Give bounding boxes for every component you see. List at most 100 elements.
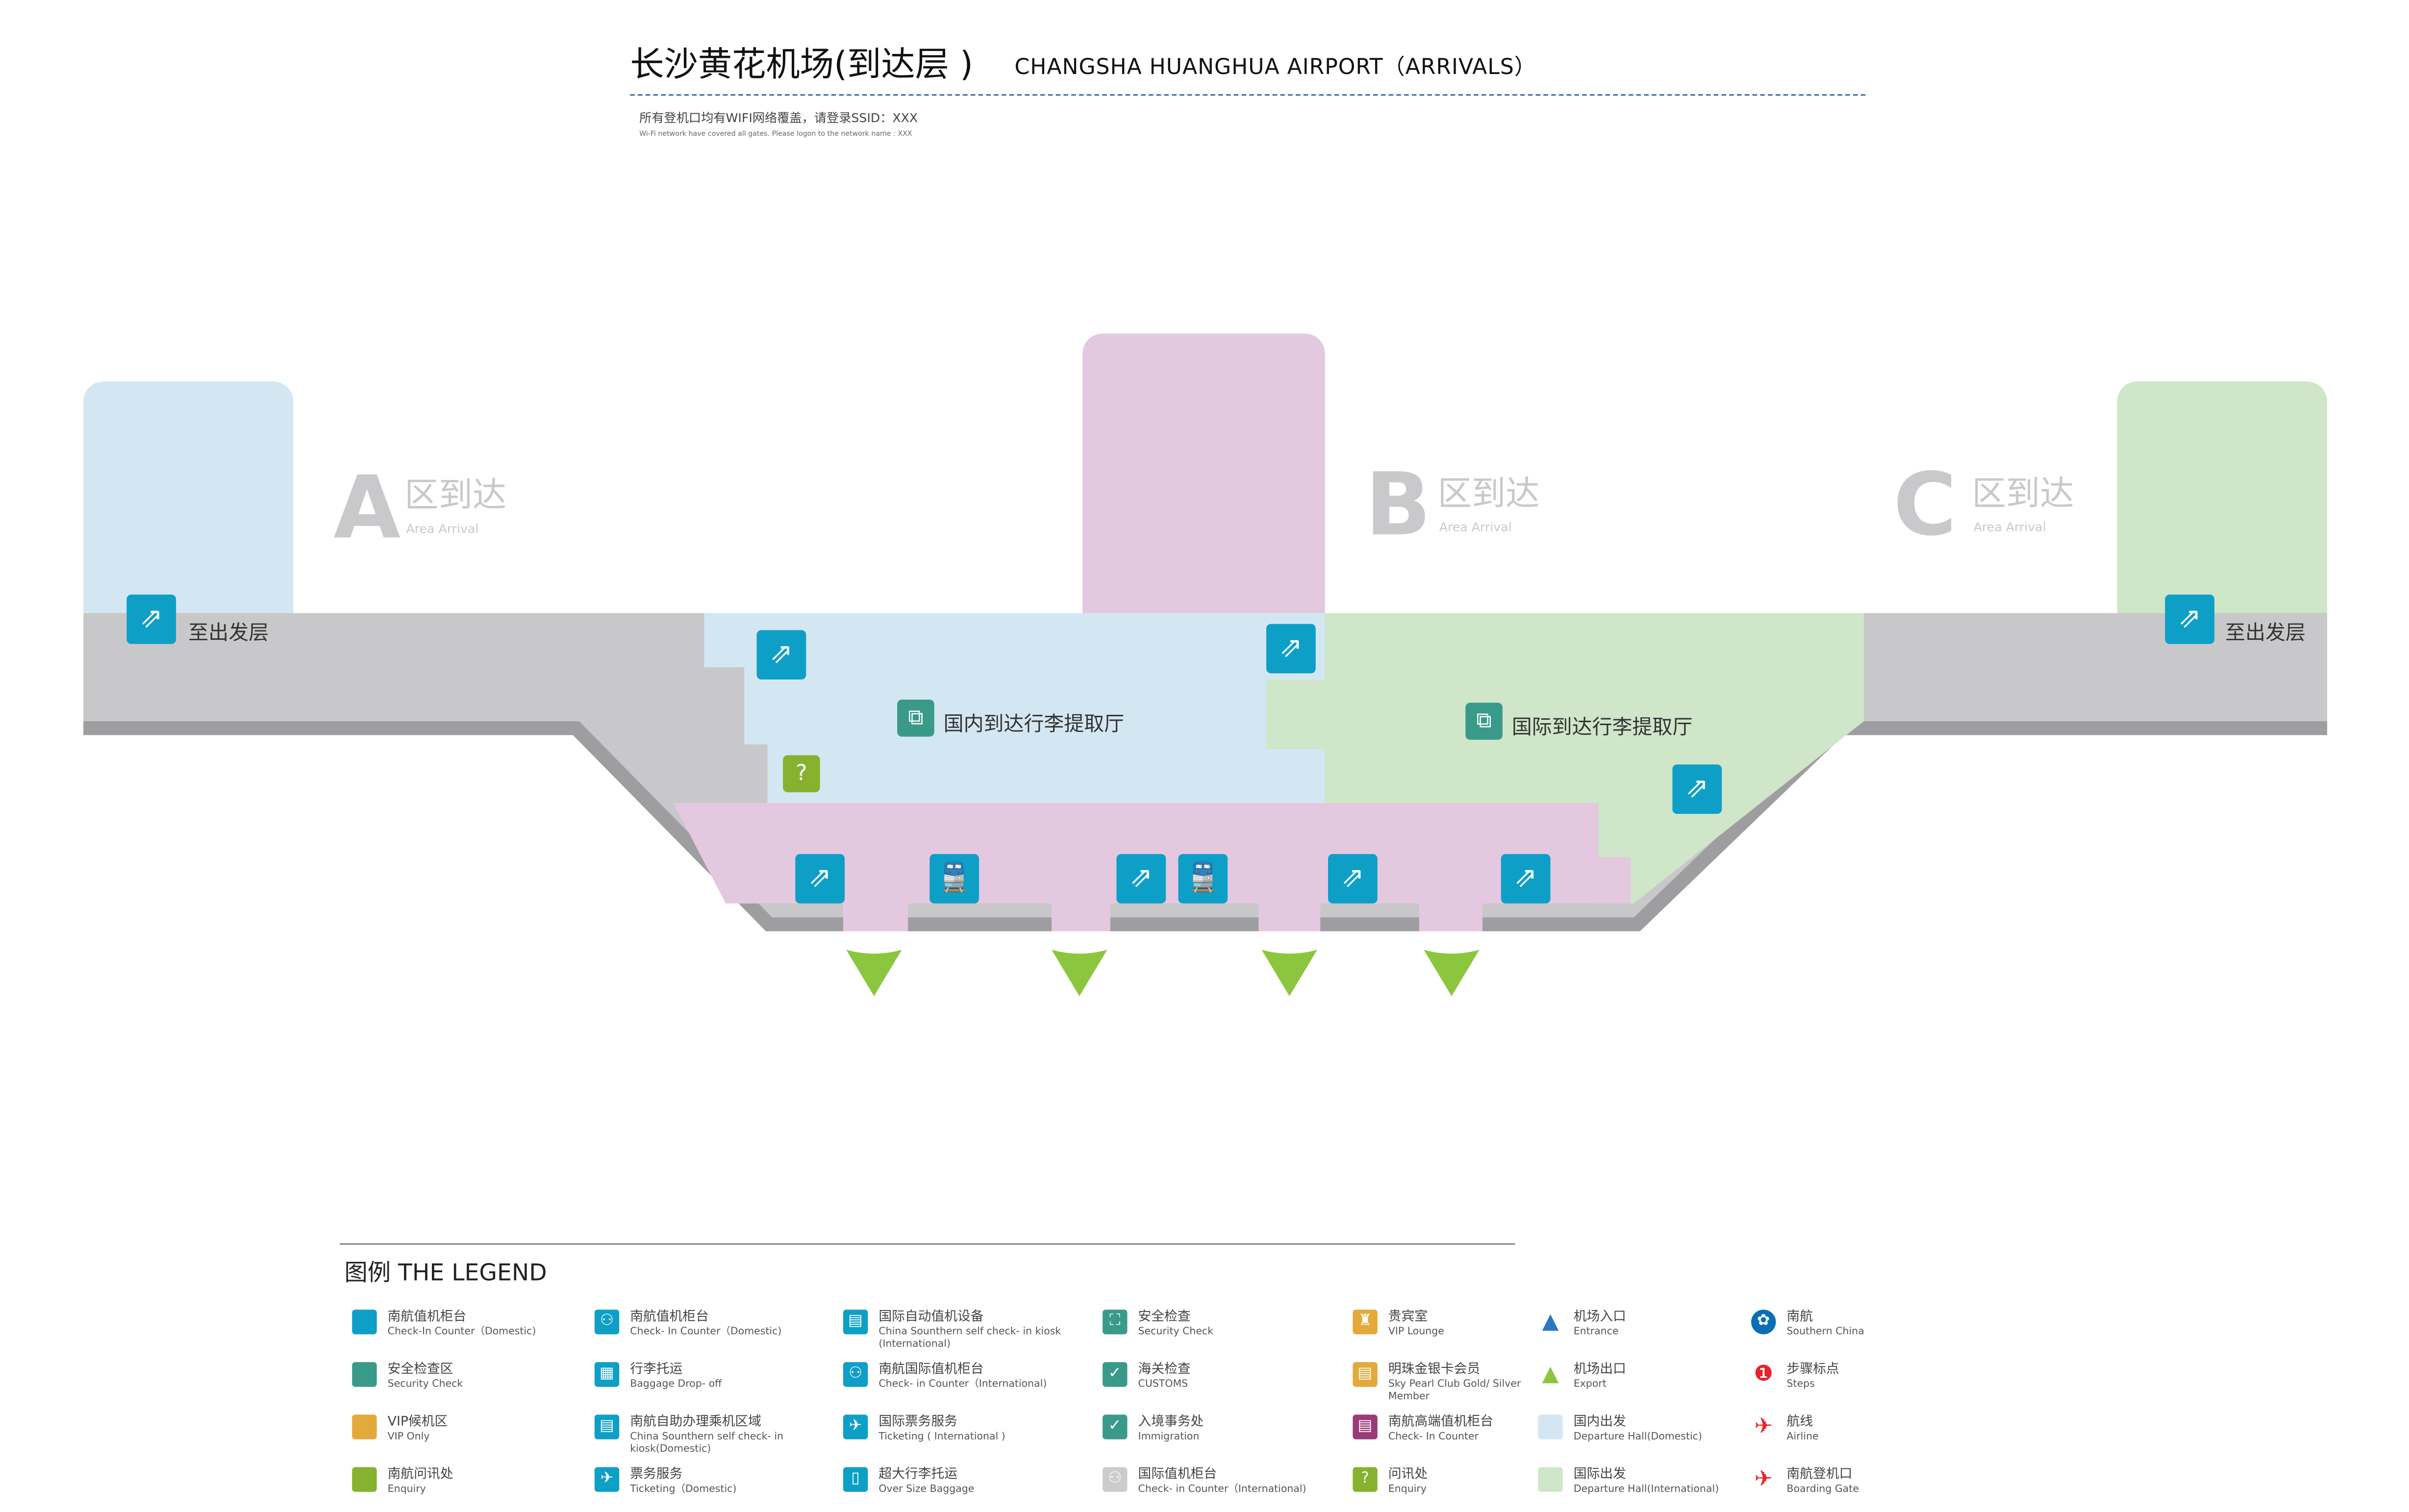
legend-label-english: Check- In Counter（Domestic)	[630, 1325, 782, 1337]
area-c-label: 区到达	[1972, 476, 2074, 514]
oversize-icon: ▯	[843, 1467, 868, 1492]
exit-arrows	[846, 950, 1480, 996]
escalator-icon: ⇗	[1266, 624, 1316, 674]
legend-swatch	[352, 1414, 377, 1439]
legend-label-english: Baggage Drop- off	[630, 1377, 722, 1390]
legend-label: 航线	[1786, 1414, 1813, 1430]
legend-label: 安全检查区	[387, 1362, 453, 1378]
legend-label: 贵宾室	[1388, 1310, 1428, 1325]
escalator-icon: ⇗	[1501, 854, 1551, 904]
legend-label-english: Boarding Gate	[1786, 1483, 1859, 1495]
area-c-label-english: Area Arrival	[1973, 520, 2046, 534]
exit-arrow-icon	[1052, 950, 1107, 996]
to-departure-left: 至出发层	[188, 622, 269, 646]
legend-label-english: Export	[1573, 1377, 1606, 1390]
member-icon: ▤	[1353, 1362, 1378, 1387]
escalator-icon: ⇗	[2165, 594, 2215, 644]
area-a-letter: A	[333, 458, 401, 559]
legend-label-english: CUSTOMS	[1138, 1377, 1188, 1390]
legend-label-english: Check-In Counter（Domestic)	[387, 1325, 536, 1337]
legend-label: 海关检查	[1138, 1362, 1191, 1378]
page-title: 长沙黄花机场(到达层 )	[630, 46, 974, 85]
legend-label: 入境事务处	[1138, 1414, 1204, 1430]
legend-label-english: Check- in Counter（International)	[878, 1377, 1047, 1390]
immigration-icon: ✓	[1103, 1414, 1128, 1439]
area-c-block	[2117, 381, 2328, 613]
escalator-icon: ⇗	[795, 854, 845, 904]
wifi-notice-english: Wi-Fi network have covered all gates. Pl…	[639, 131, 912, 139]
legend-label: 南航自助办理乘机区域	[630, 1414, 761, 1430]
legend-label-english: Security Check	[387, 1377, 463, 1390]
legend-divider	[340, 1243, 1515, 1245]
checkin-icon: ⚇	[594, 1310, 620, 1335]
legend-label: 国内出发	[1573, 1414, 1626, 1430]
legend-label: 票务服务	[630, 1467, 683, 1483]
legend-label: 明珠金银卡会员	[1388, 1362, 1481, 1378]
checkin-icon: ⚇	[843, 1362, 868, 1387]
exit-arrow-icon	[1261, 950, 1317, 996]
legend-label-english: China Sounthern self check- in kiosk (In…	[878, 1325, 1061, 1350]
legend-swatch	[1538, 1467, 1563, 1492]
page-title-english: CHANGSHA HUANGHUA AIRPORT（ARRIVALS）	[1014, 55, 1536, 80]
baggage-claim-icon: ⧉	[1465, 703, 1503, 740]
domestic-baggage-hall-label: 国内到达行李提取厅	[943, 713, 1125, 737]
legend-label-english: Check- in Counter（International)	[1138, 1483, 1306, 1495]
legend-label: 国际值机柜台	[1138, 1467, 1217, 1483]
legend-label: 南航登机口	[1786, 1467, 1853, 1483]
legend-swatch	[352, 1362, 377, 1387]
legend-label-english: Southern China	[1786, 1325, 1864, 1337]
legend-label: 安全检查	[1138, 1310, 1191, 1325]
china-southern-logo-icon: ✿	[1751, 1310, 1776, 1335]
kiosk-icon: ▤	[843, 1310, 868, 1335]
legend-label-english: Sky Pearl Club Gold/ Silver Member	[1388, 1377, 1521, 1403]
legend-label: 国际自动值机设备	[878, 1310, 984, 1325]
legend-label-english: Enquiry	[1388, 1483, 1427, 1495]
legend-label: 南航高端值机柜台	[1388, 1414, 1494, 1430]
legend-label-english: Over Size Baggage	[878, 1483, 975, 1495]
legend-label: 南航国际值机柜台	[878, 1362, 984, 1378]
boarding-gate-icon: ✈	[1754, 1467, 1773, 1492]
baggage-claim-icon: ⧉	[897, 699, 934, 737]
legend-label: 超大行李托运	[878, 1467, 958, 1483]
wifi-notice: 所有登机口均有WIFI网络覆盖，请登录SSID：XXX	[639, 111, 918, 126]
legend-label: 步骤标点	[1786, 1362, 1839, 1378]
legend-title: 图例 THE LEGEND	[344, 1259, 547, 1286]
area-b-letter: B	[1365, 455, 1431, 556]
legend-label-english: China Sounthern self check- in kiosk(Dom…	[630, 1430, 784, 1455]
area-b-label-english: Area Arrival	[1439, 520, 1512, 534]
checkin-icon: ⚇	[1103, 1467, 1128, 1492]
area-a-label-english: Area Arrival	[406, 522, 479, 536]
legend-label-english: Departure Hall(International)	[1573, 1483, 1719, 1495]
escalator-icon: ⇗	[1672, 764, 1722, 814]
step-marker-icon: ❶	[1754, 1362, 1774, 1387]
ticket-icon: ✈	[594, 1467, 620, 1492]
train-icon: 🚆	[1178, 854, 1228, 904]
customs-icon: ✓	[1103, 1362, 1128, 1387]
floor-plan	[83, 333, 2328, 996]
domestic-baggage-hall	[704, 613, 1325, 803]
area-a-label: 区到达	[404, 477, 507, 516]
legend-label-english: Steps	[1786, 1377, 1815, 1390]
legend-label-english: Check- In Counter	[1388, 1430, 1479, 1443]
entrance-arrow-icon: ▲	[1542, 1310, 1559, 1335]
legend-label-english: VIP Only	[387, 1430, 430, 1443]
